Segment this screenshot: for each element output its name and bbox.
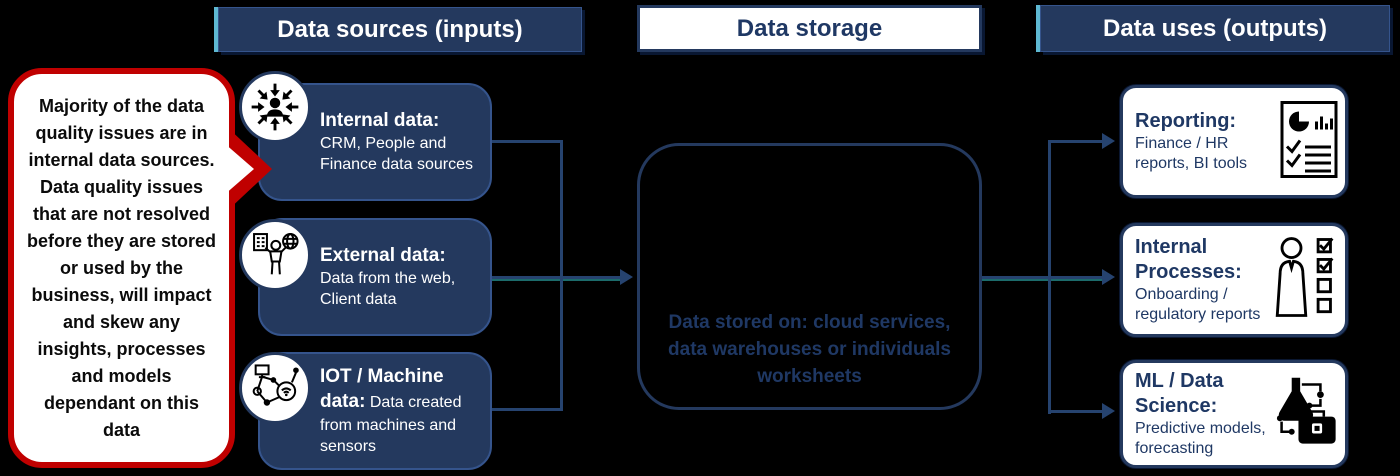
connector-to-ml-data-science: [1051, 410, 1103, 413]
use-title: ML / Data Science:: [1135, 369, 1224, 417]
callout-tail-inner: [216, 136, 254, 202]
source-title: Internal data:: [320, 109, 440, 131]
connector-internal-to-junction: [492, 140, 560, 143]
header-data-storage: Data storage: [637, 5, 982, 52]
use-card-ml-data-science: ML / Data Science: Predictive models, fo…: [1120, 360, 1348, 468]
callout-text: Majority of the data quality issues are …: [26, 95, 217, 440]
source-desc: Data from the web, Client data: [320, 270, 456, 309]
source-title: External data:: [320, 244, 446, 266]
use-title: Internal Processes:: [1135, 235, 1242, 283]
flask-network-briefcase-icon: [1263, 372, 1339, 457]
use-desc: Onboarding / regulatory reports: [1135, 285, 1261, 323]
storage-caption: Data stored on: cloud services, data war…: [668, 312, 951, 388]
use-title: Reporting:: [1135, 109, 1237, 132]
connector-storage-to-junction: [982, 276, 1050, 279]
connector-external-to-junction: [492, 276, 560, 279]
source-desc: CRM, People and Finance data sources: [320, 135, 473, 174]
use-card-internal-processes: Internal Processes: Onboarding / regulat…: [1120, 223, 1348, 337]
arrowhead-into-internal-processes-icon: [1102, 269, 1115, 285]
header-data-sources: Data sources (inputs): [218, 7, 582, 52]
use-desc: Predictive models, forecasting: [1135, 419, 1266, 457]
connector-sources-junction: [560, 140, 563, 411]
header-data-uses: Data uses (outputs): [1040, 5, 1390, 52]
arrowhead-into-reporting-icon: [1102, 133, 1115, 149]
connector-iot-to-junction: [492, 408, 560, 411]
use-desc: Finance / HR reports, BI tools: [1135, 134, 1248, 172]
source-title: IOT / Machine data:: [320, 366, 444, 412]
connector-junction-to-storage: [563, 276, 621, 279]
callout-bubble: Majority of the data quality issues are …: [8, 68, 235, 468]
person-checklist-icon: [1263, 235, 1339, 326]
report-document-icon: [1279, 97, 1339, 186]
connector-to-internal-processes: [1051, 276, 1103, 279]
source-desc: Data created from machines and sensors: [320, 393, 462, 455]
use-card-reporting: Reporting: Finance / HR reports, BI tool…: [1120, 85, 1348, 198]
arrowhead-into-ml-data-science-icon: [1102, 403, 1115, 419]
connector-to-reporting: [1051, 140, 1103, 143]
connector-uses-junction: [1048, 140, 1051, 414]
data-storage-box: Data stored on: cloud services, data war…: [637, 143, 982, 410]
arrows-converge-person-icon: [239, 71, 311, 143]
arrowhead-into-storage-icon: [620, 269, 633, 285]
iot-network-icon: [239, 352, 311, 424]
person-building-globe-icon: [239, 219, 311, 291]
